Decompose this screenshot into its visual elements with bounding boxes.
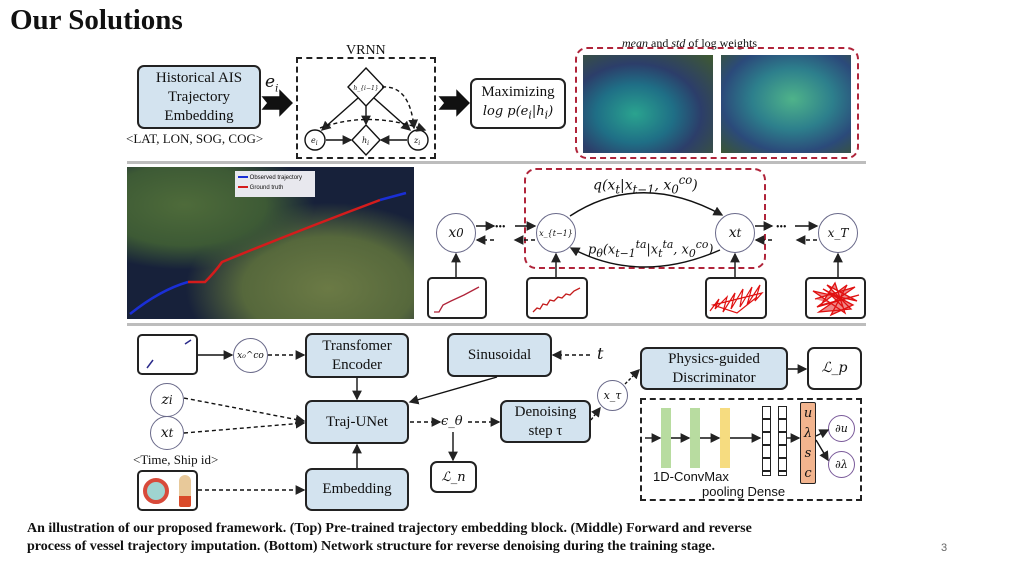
reverse-label: pθ(xt−1ta|xtta, x0co) bbox=[588, 238, 714, 260]
heatmap-mean bbox=[583, 55, 713, 153]
node-xtau: x_τ bbox=[597, 380, 628, 411]
discriminator-detail-box bbox=[640, 398, 862, 501]
log-weights-text: of log weights bbox=[685, 36, 758, 50]
dense-layer-1 bbox=[762, 406, 771, 476]
node-xt-1: x_{t−1} bbox=[536, 213, 576, 253]
transformer-encoder-box: Transfomer Encoder bbox=[305, 333, 409, 378]
node-x0co: x₀^co bbox=[233, 338, 268, 373]
sinusoidal-box: Sinusoidal bbox=[447, 333, 552, 377]
denoising-step-box: Denoising step τ bbox=[500, 400, 591, 443]
forward-reverse-group bbox=[524, 168, 766, 269]
map-legend: Observed trajectory Ground truth bbox=[235, 171, 315, 197]
legend-observed-label: Observed trajectory bbox=[249, 175, 303, 181]
page-number: 3 bbox=[941, 542, 948, 554]
divider-bottom bbox=[127, 323, 866, 326]
heatmap-std bbox=[721, 55, 851, 153]
time-ship-icons bbox=[137, 470, 198, 511]
legend-observed: Observed trajectory bbox=[238, 173, 312, 183]
heatmap-label: mean and std of log weights bbox=[622, 36, 757, 51]
traj-unet-box: Traj-UNet bbox=[305, 400, 409, 444]
time-ship-label: <Time, Ship id> bbox=[133, 452, 219, 467]
dense-layer-2 bbox=[778, 406, 787, 476]
caption-line2: process of vessel trajectory imputation.… bbox=[27, 539, 715, 554]
partial-lambda: ∂λ bbox=[828, 451, 855, 478]
lp-label: ℒ_p bbox=[821, 360, 848, 376]
big-arrow-2 bbox=[438, 89, 470, 117]
physics-discriminator-box: Physics-guided Discriminator bbox=[640, 347, 788, 390]
caption-line1: An illustration of our proposed framewor… bbox=[27, 521, 752, 536]
ln-label: ℒ_n bbox=[441, 469, 466, 485]
thumb-observed bbox=[137, 334, 198, 375]
vrnn-label: VRNN bbox=[346, 43, 386, 58]
ship-icon bbox=[179, 475, 191, 507]
node-xT: x_T bbox=[818, 213, 858, 253]
stopwatch-icon bbox=[143, 478, 169, 504]
historical-ais-embedding-box: Historical AIS Trajectory Embedding bbox=[137, 65, 261, 129]
and-text: and bbox=[648, 36, 672, 50]
mean-text: mean bbox=[622, 36, 648, 50]
ellipsis-right: ••• bbox=[776, 222, 787, 233]
legend-ground-truth-label: Ground truth bbox=[249, 185, 284, 191]
std-text: std bbox=[671, 36, 686, 50]
heatmap-group bbox=[575, 47, 859, 159]
thumb-x0 bbox=[427, 277, 487, 319]
maximizing-line1: Maximizing bbox=[481, 83, 555, 100]
conv-layer-2 bbox=[690, 408, 700, 468]
forward-label: q(xt|xt−1, x0co) bbox=[593, 173, 698, 197]
embedding-box: Embedding bbox=[305, 468, 409, 511]
map-image: Observed trajectory Ground truth bbox=[127, 167, 414, 319]
conv-layer-1 bbox=[661, 408, 671, 468]
vrnn-box bbox=[296, 57, 436, 159]
thumb-xT bbox=[805, 277, 866, 319]
param-s: s bbox=[804, 445, 812, 461]
pool-label: pooling Dense bbox=[702, 484, 786, 499]
features-label: <LAT, LON, SOG, COG> bbox=[126, 131, 264, 146]
thumb-xt bbox=[705, 277, 767, 319]
maxpool-layer bbox=[720, 408, 730, 468]
eps-label: ϵ_θ bbox=[441, 414, 463, 429]
param-c: c bbox=[804, 465, 812, 481]
lp-loss-box: ℒ_p bbox=[807, 347, 862, 390]
conv-label: 1D-ConvMax bbox=[653, 469, 729, 484]
param-lambda: λ bbox=[803, 425, 813, 441]
physics-params: u λ s c bbox=[800, 402, 816, 484]
ei-label: ei bbox=[265, 72, 279, 95]
thumb-xt-1 bbox=[526, 277, 588, 319]
maximizing-line2: log p(ei|hi) bbox=[482, 103, 554, 122]
param-u: u bbox=[803, 405, 813, 421]
legend-ground-truth: Ground truth bbox=[238, 183, 312, 193]
ln-loss-box: ℒ_n bbox=[430, 461, 477, 493]
partial-u: ∂u bbox=[828, 415, 855, 442]
maximizing-box: Maximizing log p(ei|hi) bbox=[470, 78, 566, 129]
slide-title: Our Solutions bbox=[10, 4, 183, 36]
ellipsis-left: ••• bbox=[495, 222, 506, 233]
divider-top bbox=[127, 161, 866, 164]
t-label: t bbox=[597, 344, 604, 363]
caption: An illustration of our proposed framewor… bbox=[27, 520, 752, 556]
big-arrow-1 bbox=[261, 89, 293, 117]
